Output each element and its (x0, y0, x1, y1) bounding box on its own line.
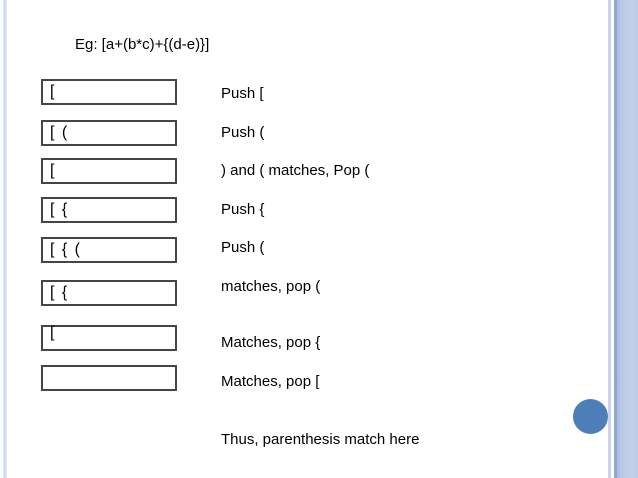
stack-state-box-4: [ { (41, 197, 177, 223)
expression-title: Eg: [a+(b*c)+{(d-e)}] (75, 36, 210, 53)
right-stripe-thin-light (608, 0, 611, 478)
right-stripe-transition (617, 0, 619, 478)
step-description-1: Push [ (221, 85, 264, 102)
stack-state-box-1: [ (41, 79, 177, 105)
conclusion-text: Thus, parenthesis match here (221, 431, 420, 448)
step-description-8: Matches, pop [ (221, 373, 320, 390)
right-border-stripes (607, 0, 638, 478)
stack-contents-5: [ { ( (50, 241, 81, 258)
step-description-5: Push ( (221, 239, 265, 256)
step-description-3: ) and ( matches, Pop ( (221, 162, 370, 179)
step-description-6: matches, pop ( (221, 278, 321, 295)
stack-state-box-2: [ ( (41, 120, 177, 146)
stack-contents-1: [ (50, 83, 55, 100)
stack-contents-2: [ ( (50, 124, 68, 141)
right-stripe-medium (614, 0, 617, 478)
stack-state-box-5: [ { ( (41, 237, 177, 263)
stack-state-box-8 (41, 365, 177, 391)
step-description-2: Push ( (221, 124, 265, 141)
stack-state-box-3: [ (41, 158, 177, 184)
stack-contents-7: [ (50, 324, 55, 341)
stack-contents-4: [ { (50, 201, 68, 218)
stack-state-box-6: [ { (41, 280, 177, 306)
stack-contents-3: [ (50, 162, 55, 179)
step-description-7: Matches, pop { (221, 334, 321, 351)
left-border-stripe (3, 0, 7, 478)
step-description-4: Push { (221, 201, 265, 218)
right-stripe-band (619, 0, 638, 478)
decorative-circle (573, 399, 608, 434)
stack-contents-6: [ { (50, 284, 68, 301)
stack-state-box-7: [ (41, 325, 177, 351)
